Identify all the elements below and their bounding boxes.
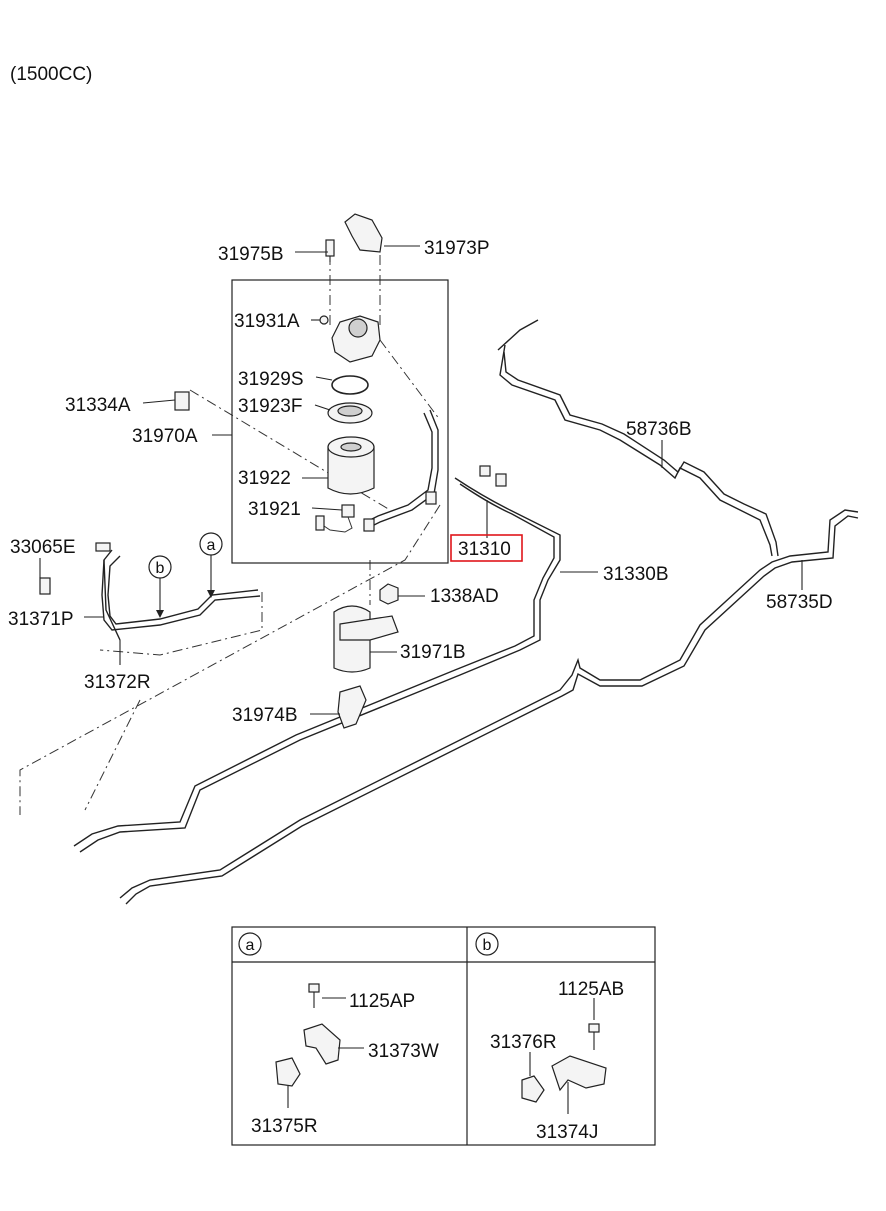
label-31374J: 31374J (536, 1122, 598, 1143)
svg-text:a: a (246, 937, 255, 954)
label-31334A: 31334A (65, 395, 131, 416)
detail-col-a: a 1125AP 31373W 31375R (238, 932, 439, 1137)
screw-31975B (325, 239, 335, 262)
label-31371P: 31371P (8, 609, 74, 630)
filter-module-box (231, 279, 449, 564)
label-31376R: 31376R (490, 1032, 557, 1053)
connector-31310 (479, 465, 507, 487)
label-31923F: 31923F (238, 396, 302, 417)
tube-in-module (363, 409, 439, 532)
label-58735D: 58735D (766, 592, 833, 613)
part-labels: 31975B 31973P 31931A 31929S 31334A 31923… (8, 238, 833, 726)
nut-1338AD (379, 583, 399, 605)
detail-marker-a (238, 932, 262, 956)
label-58736B: 58736B (626, 419, 692, 440)
callout-b: b (148, 555, 172, 618)
sensor-31921 (315, 504, 355, 533)
label-31373W: 31373W (368, 1041, 439, 1062)
clip-31334A (174, 391, 190, 411)
label-33065E: 33065E (10, 537, 76, 558)
highlight-box-31310 (450, 534, 523, 562)
bracket-31973P (344, 213, 383, 253)
o-ring-31929S (331, 375, 369, 395)
filter-cartridge-31922 (327, 436, 375, 495)
bracket-31974B (337, 685, 367, 729)
label-1125AB: 1125AB (558, 979, 624, 1000)
label-31929S: 31929S (238, 369, 304, 390)
label-31974B: 31974B (232, 705, 298, 726)
svg-text:b: b (156, 560, 165, 577)
label-31931A: 31931A (234, 311, 300, 332)
label-31375R: 31375R (251, 1116, 318, 1137)
label-31330B: 31330B (603, 564, 669, 585)
filter-head-31931A (319, 315, 381, 363)
label-31372R: 31372R (84, 672, 151, 693)
label-31975B: 31975B (218, 244, 284, 265)
connector-33065E (39, 542, 111, 595)
svg-text:a: a (207, 537, 216, 554)
label-31973P: 31973P (424, 238, 490, 259)
bracket-31971B (333, 605, 399, 673)
detail-col-b: b 1125AB 31376R 31374J (475, 932, 624, 1143)
detail-marker-b (475, 932, 499, 956)
callout-a: a (199, 532, 223, 598)
fuel-lines (73, 319, 859, 905)
cap-31923F (327, 402, 373, 424)
label-1338AD: 1338AD (430, 586, 499, 607)
label-31970A: 31970A (132, 426, 198, 447)
label-31921: 31921 (248, 499, 301, 520)
label-1125AP: 1125AP (349, 991, 415, 1012)
svg-text:b: b (483, 937, 492, 954)
leader-lines (39, 245, 803, 715)
engine-note: (1500CC) (10, 64, 92, 85)
label-31922: 31922 (238, 468, 291, 489)
label-31971B: 31971B (400, 642, 466, 663)
detail-table: a 1125AP 31373W 31375R b (231, 926, 656, 1146)
label-31310: 31310 (458, 539, 511, 560)
